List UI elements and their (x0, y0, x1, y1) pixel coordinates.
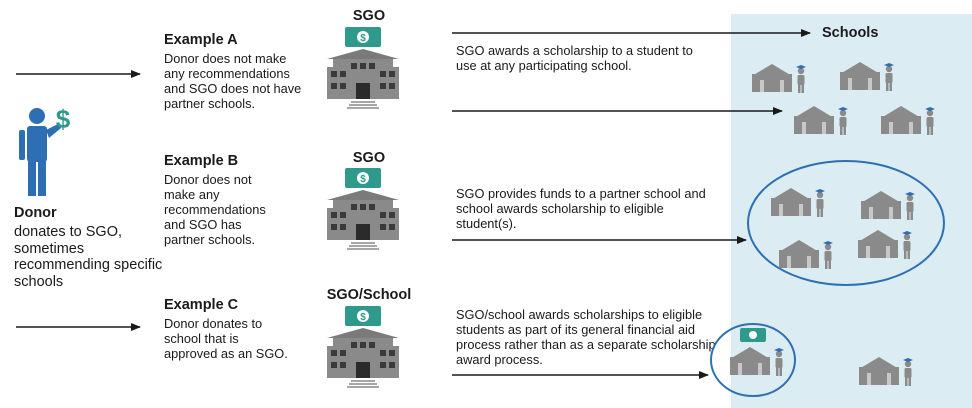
donor-with-dollar-icon: $ (19, 104, 71, 196)
school-icon (779, 240, 833, 269)
example-c-description: Donor donates to school that is approved… (164, 316, 288, 361)
school-icon (730, 347, 784, 376)
school-icon (840, 62, 894, 91)
school-icon (861, 191, 915, 220)
example-a-description: Donor does not make any recommendations … (164, 51, 302, 111)
school-icon (794, 106, 848, 135)
svg-text:$: $ (56, 104, 71, 134)
sgo-school-label-c: SGO/School (326, 287, 412, 303)
school-icon (858, 230, 912, 259)
school-icon (881, 106, 935, 135)
example-b-description: Donor does not make any recommendations … (164, 172, 266, 247)
flow-text-b: SGO provides funds to a partner school a… (456, 186, 706, 231)
flow-text-a: SGO awards a scholarship to a student to… (456, 43, 693, 73)
schools-label: Schools (822, 25, 879, 41)
donor-description: donates to SGO, sometimes recommending s… (14, 224, 163, 290)
example-c-title: Example C (164, 297, 239, 313)
sgo-label-b: SGO (352, 150, 386, 166)
school-icon (752, 64, 806, 93)
donor-label: Donor (14, 205, 57, 221)
sgo-building-icon-b (326, 167, 400, 250)
sgo-school-circle (710, 323, 796, 397)
sgo-building-icon-a (326, 26, 400, 109)
example-b-title: Example B (164, 153, 239, 169)
example-a-title: Example A (164, 32, 238, 48)
partner-schools-circle (747, 160, 945, 286)
flow-text-c: SGO/school awards scholarships to eligib… (456, 307, 716, 367)
school-icon (859, 357, 913, 386)
sgo-school-building-icon-c (326, 305, 400, 388)
school-icon (771, 188, 825, 217)
sgo-label-a: SGO (352, 8, 386, 24)
